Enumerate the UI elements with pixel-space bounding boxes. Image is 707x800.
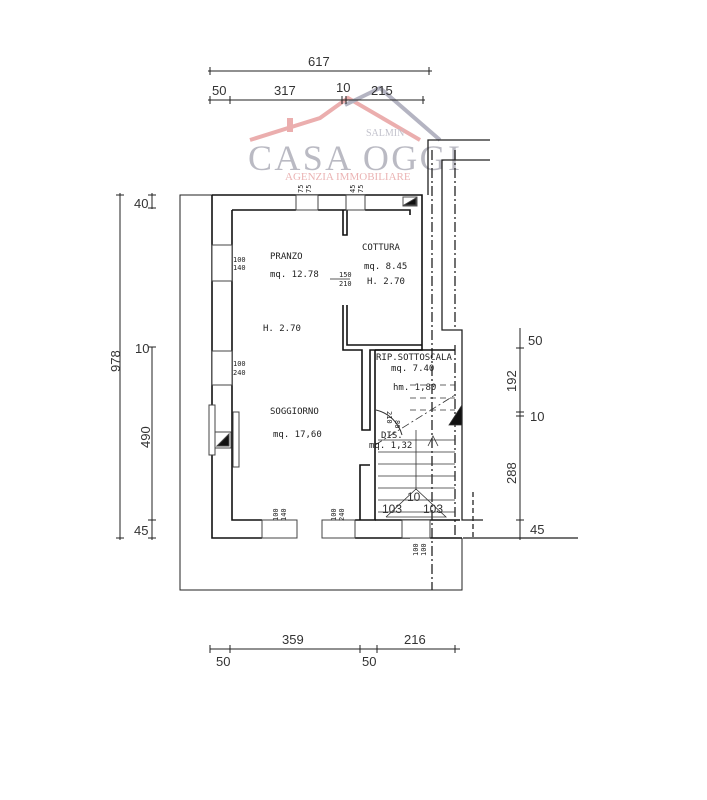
room-rip-height: hm. 1,80 xyxy=(393,383,436,393)
dimension-lines xyxy=(116,67,578,653)
opening-label: 75 xyxy=(357,185,365,193)
opening-label: 100 xyxy=(272,508,280,521)
room-cottura-area: mq. 8.45 xyxy=(364,262,407,272)
opening-label: 210 xyxy=(385,411,393,424)
opening-label: 100 xyxy=(233,256,246,264)
watermark-owner: SALMIN xyxy=(366,128,404,139)
room-cottura-name: COTTURA xyxy=(362,243,401,253)
room-soggiorno-name: SOGGIORNO xyxy=(270,407,319,417)
stair-dim-3: 103 xyxy=(423,502,443,516)
dim-bottom-1: 359 xyxy=(282,632,304,647)
flue-icon xyxy=(402,197,417,206)
window-left-1 xyxy=(211,244,233,282)
fireplace-hearth xyxy=(232,411,240,468)
opening-label: 240 xyxy=(338,508,346,521)
dim-right-3: 10 xyxy=(530,409,544,424)
dim-left-total: 978 xyxy=(108,350,123,372)
dim-left-1: 40 xyxy=(134,196,148,211)
opening-label: 210 xyxy=(339,280,352,288)
dim-left-2: 10 xyxy=(135,341,149,356)
opening-label: 100 xyxy=(420,543,428,556)
dim-right-1: 50 xyxy=(528,333,542,348)
dim-top-1: 50 xyxy=(212,83,226,98)
room-pranzo-area: mq. 12.78 xyxy=(270,270,319,280)
roof-icon xyxy=(344,85,442,142)
opening-label: 140 xyxy=(280,508,288,521)
dim-top-2: 317 xyxy=(274,83,296,98)
window-bottom-2 xyxy=(321,519,356,539)
dim-right-4: 288 xyxy=(504,462,519,484)
adjacent-structure xyxy=(427,139,578,590)
opening-label: 75 xyxy=(305,185,313,193)
fireplace-outer xyxy=(208,404,216,456)
stair-dim-2: 103 xyxy=(382,502,402,516)
watermark-subtitle: AGENZIA IMMOBILIARE xyxy=(285,171,411,183)
stair-dim-1: 10 xyxy=(407,490,421,504)
room-soggiorno-area: mq. 17,60 xyxy=(273,430,322,440)
windows xyxy=(208,194,431,539)
roof-icon xyxy=(249,95,422,142)
dim-top-3: 10 xyxy=(336,80,350,95)
staircase xyxy=(374,384,463,518)
watermark-logo: SALMIN CASA OGGI AGENZIA IMMOBILIARE xyxy=(248,85,460,183)
dimension-labels: 617 50 317 10 215 978 40 10 490 45 50 19… xyxy=(108,54,544,669)
window-top-right xyxy=(345,194,366,211)
dim-left-4: 45 xyxy=(134,523,148,538)
opening-label: 100 xyxy=(233,360,246,368)
opening-label: 80 xyxy=(393,420,401,428)
dim-top-4: 215 xyxy=(371,83,393,98)
room-dis-area: mq. 1,32 xyxy=(369,441,412,451)
fireplace-icon xyxy=(215,432,230,447)
window-bottom-1 xyxy=(261,519,298,539)
dim-right-5: 45 xyxy=(530,522,544,537)
opening-label: 100 xyxy=(412,543,420,556)
dim-top-total: 617 xyxy=(308,54,330,69)
opening-label: 100 xyxy=(330,508,338,521)
room-pranzo-name: PRANZO xyxy=(270,252,303,262)
window-top-left xyxy=(295,194,319,211)
dim-bottom-4: 50 xyxy=(362,654,376,669)
opening-label: 150 xyxy=(339,271,352,279)
opening-label: 140 xyxy=(233,264,246,272)
window-left-2 xyxy=(211,350,233,386)
dim-right-2: 192 xyxy=(504,370,519,392)
dim-bottom-2: 216 xyxy=(404,632,426,647)
opening-label: 45 xyxy=(349,185,357,193)
site-boundary xyxy=(179,194,463,591)
room-pranzo-height: H. 2.70 xyxy=(263,324,301,334)
watermark-brand: CASA OGGI xyxy=(248,138,460,178)
room-dis-name: DIS. xyxy=(381,431,403,441)
door-bottom xyxy=(401,519,431,539)
opening-labels: 75 75 45 75 100 140 100 240 150 210 80 2… xyxy=(233,185,428,556)
room-rip-area: mq. 7.40 xyxy=(391,364,434,374)
opening-label: 240 xyxy=(233,369,246,377)
room-rip-name: RIP.SOTTOSCALA xyxy=(376,353,452,363)
room-cottura-height: H. 2.70 xyxy=(367,277,405,287)
opening-label: 75 xyxy=(297,185,305,193)
dim-bottom-3: 50 xyxy=(216,654,230,669)
dim-left-3: 490 xyxy=(138,426,153,448)
room-labels: PRANZO mq. 12.78 H. 2.70 COTTURA mq. 8.4… xyxy=(263,243,452,451)
